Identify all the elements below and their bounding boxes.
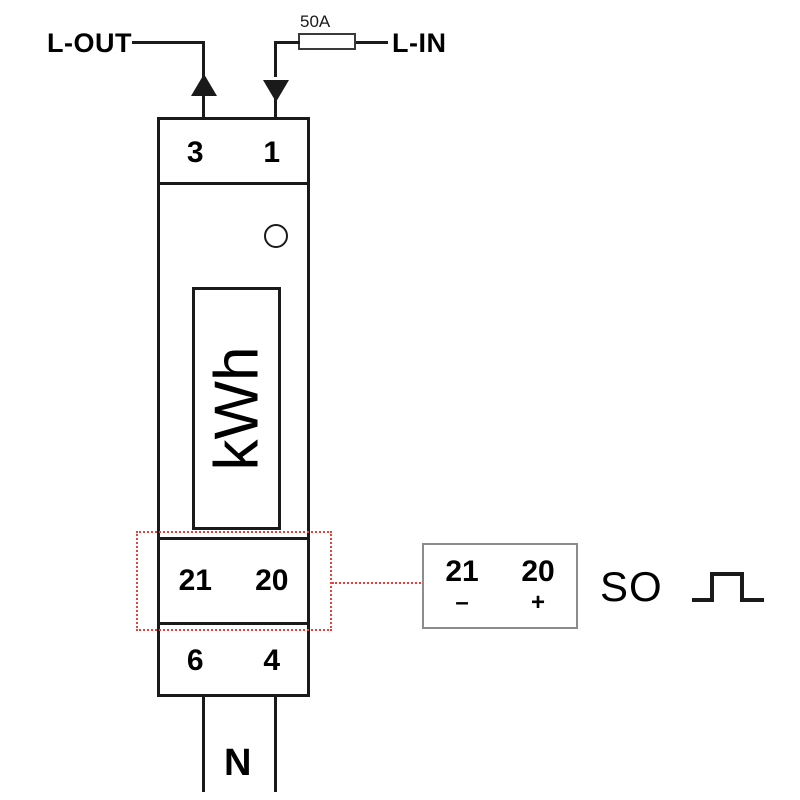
- so-output-label: SO: [600, 563, 663, 610]
- terminal-1: 1: [263, 136, 281, 169]
- pulse-waveform-icon: [690, 566, 766, 613]
- neutral-wire-left: [202, 697, 205, 792]
- callout-terminal-20-number: 20: [521, 555, 555, 588]
- bottom-terminal-row: 6 4: [157, 645, 310, 677]
- callout-terminal-20: 20 +: [521, 557, 554, 615]
- terminal-6: 6: [186, 644, 204, 677]
- pulse-terminal-highlight: [136, 531, 332, 631]
- neutral-label: N: [224, 742, 252, 784]
- line-in-vertical-wire: [274, 41, 277, 77]
- callout-terminal-21: 21 –: [445, 557, 478, 615]
- fuse-rating-label: 50A: [300, 12, 331, 31]
- kwh-display-window: kWh: [192, 287, 281, 530]
- line-out-horizontal-wire: [132, 41, 205, 44]
- arrow-down-icon: [260, 72, 292, 109]
- line-out-label: L-OUT: [47, 28, 132, 58]
- pulse-band-bottom-divider: [157, 622, 310, 625]
- neutral-wire-right: [274, 697, 277, 792]
- top-terminal-row: 3 1: [157, 130, 310, 176]
- pulse-band-top-divider: [157, 537, 310, 540]
- led-indicator-icon: [264, 224, 288, 248]
- callout-terminal-21-number: 21: [445, 555, 479, 588]
- line-out-terminal-wire: [202, 94, 205, 119]
- line-in-right-wire: [356, 41, 388, 44]
- terminal-4: 4: [263, 644, 281, 677]
- line-in-left-wire: [274, 41, 300, 44]
- callout-terminal-21-polarity: –: [455, 589, 469, 616]
- line-in-terminal-wire: [274, 94, 277, 119]
- fuse-icon: [298, 33, 356, 50]
- arrow-up-icon: [188, 72, 220, 109]
- terminal-21: 21: [178, 564, 212, 597]
- callout-connector-line: [332, 582, 424, 584]
- kwh-display-label: kWh: [202, 346, 271, 471]
- terminal-3: 3: [186, 136, 204, 169]
- callout-terminal-20-polarity: +: [530, 589, 545, 616]
- pulse-terminal-row: 21 20: [157, 565, 310, 597]
- line-in-label: L-IN: [392, 28, 447, 58]
- top-band-divider: [157, 182, 310, 185]
- line-out-vertical-wire: [202, 41, 205, 77]
- terminal-20: 20: [255, 564, 289, 597]
- so-callout-box: 21 – 20 +: [422, 543, 578, 629]
